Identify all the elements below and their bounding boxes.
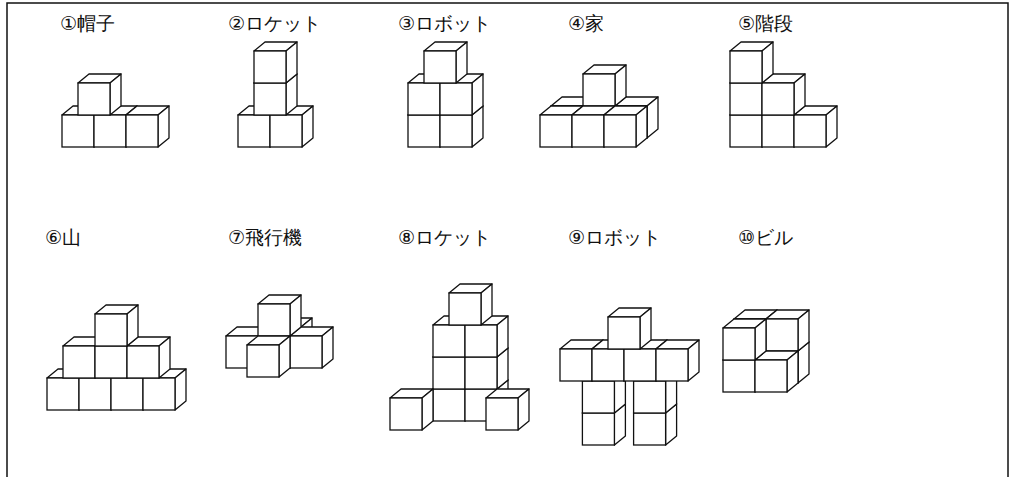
cube (486, 389, 529, 430)
cube (604, 106, 647, 147)
cube (730, 42, 773, 83)
robot-figure (560, 308, 699, 445)
label-slot: ⑧ロケット (398, 226, 491, 249)
label-slot: ②ロケット (228, 12, 321, 35)
cube (449, 284, 492, 325)
cube (78, 74, 121, 115)
building-figure (723, 310, 809, 392)
figure-label: ①帽子 (60, 12, 115, 35)
cube (290, 327, 333, 368)
cube (424, 42, 467, 83)
figure-label: ⑥山 (45, 226, 81, 249)
cube (254, 42, 297, 83)
rocket-figure (238, 42, 313, 147)
cube (126, 106, 169, 147)
figure-label: ⑩ビル (738, 226, 793, 249)
cube (755, 351, 798, 392)
cube (583, 65, 626, 106)
figure-label: ⑤階段 (738, 12, 793, 35)
cube (127, 337, 170, 378)
label-slot: ④家 (568, 12, 604, 35)
rocket-figure (390, 284, 529, 430)
figure-label: ③ロボット (398, 12, 491, 35)
label-slot: ①帽子 (60, 12, 115, 35)
mountain-figure (47, 305, 186, 410)
airplane-figure (226, 295, 333, 377)
cube (794, 106, 837, 147)
cube (656, 340, 699, 381)
cube (258, 295, 301, 336)
label-slot: ③ロボット (398, 12, 491, 35)
cube (390, 389, 433, 430)
figure-label: ⑨ロボット (568, 226, 661, 249)
label-slot: ⑦飛行機 (228, 226, 302, 249)
cube (762, 74, 805, 115)
figure-label: ⑦飛行機 (228, 226, 302, 249)
hat-figure (62, 74, 169, 147)
frame (7, 3, 1008, 477)
cube (95, 305, 138, 346)
label-slot: ⑨ロボット (568, 226, 661, 249)
figure-label: ④家 (568, 12, 604, 35)
cube (247, 336, 290, 377)
house-figure (540, 65, 658, 147)
robot-figure (408, 42, 483, 147)
label-slot: ⑩ビル (738, 226, 793, 249)
stairs-figure (730, 42, 837, 147)
figure-label: ②ロケット (228, 12, 321, 35)
figure-label: ⑧ロケット (398, 226, 491, 249)
label-slot: ⑥山 (45, 226, 81, 249)
label-slot: ⑤階段 (738, 12, 793, 35)
cube (766, 310, 809, 351)
cube (608, 308, 651, 349)
cube (723, 319, 766, 360)
